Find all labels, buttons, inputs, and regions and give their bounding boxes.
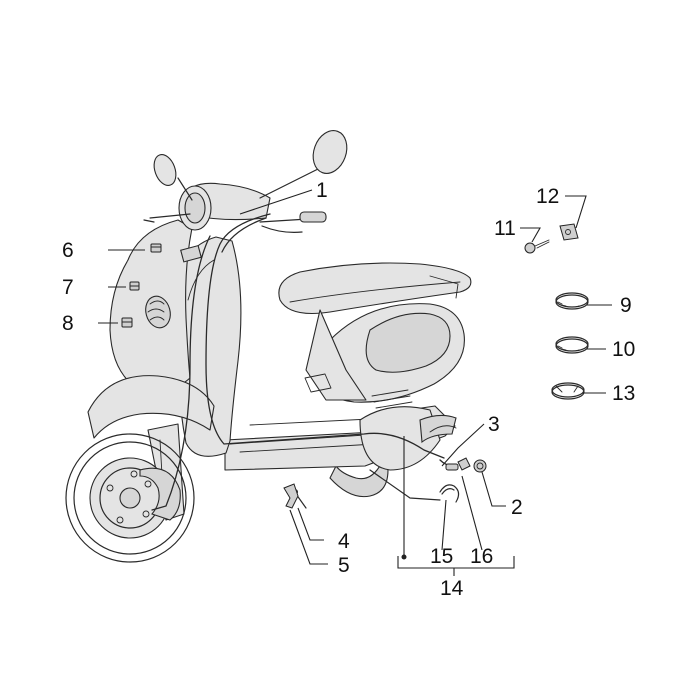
part-7-cable-clip [129, 281, 140, 291]
callout-12: 12 [536, 185, 559, 208]
callout-14: 14 [440, 577, 464, 600]
scooter-illustration [65, 130, 472, 563]
callout-16: 16 [470, 545, 493, 568]
callout-15: 15 [430, 545, 453, 568]
part-12-clip-nut [559, 223, 579, 241]
callout-labels: 1 2 3 4 5 6 7 8 9 10 11 12 13 14 15 16 [62, 179, 635, 600]
part-13-clamp-ring [551, 382, 585, 400]
callout-13: 13 [612, 382, 635, 405]
callout-2: 2 [511, 496, 523, 519]
part-8-cable-clip [121, 317, 133, 328]
part-11-screw [524, 239, 550, 254]
callout-3: 3 [488, 413, 500, 436]
callout-10: 10 [612, 338, 635, 361]
part-5-bracket [283, 483, 299, 509]
brake-cable [151, 213, 455, 511]
part-2-cap [473, 459, 487, 473]
part-6-cable-clip [150, 243, 162, 253]
callout-7: 7 [62, 276, 74, 299]
callout-9: 9 [620, 294, 632, 317]
part-10-clamp-ring [555, 336, 589, 354]
callout-11: 11 [494, 217, 516, 240]
part-16-adjuster [445, 457, 471, 471]
part-9-clamp-ring [555, 292, 589, 310]
callout-6: 6 [62, 239, 74, 262]
leader-lines [98, 189, 612, 576]
part-15-clamp [439, 484, 460, 503]
callout-8: 8 [62, 312, 74, 335]
callout-4: 4 [338, 530, 350, 553]
callout-5: 5 [338, 554, 350, 577]
callout-1: 1 [316, 179, 328, 202]
